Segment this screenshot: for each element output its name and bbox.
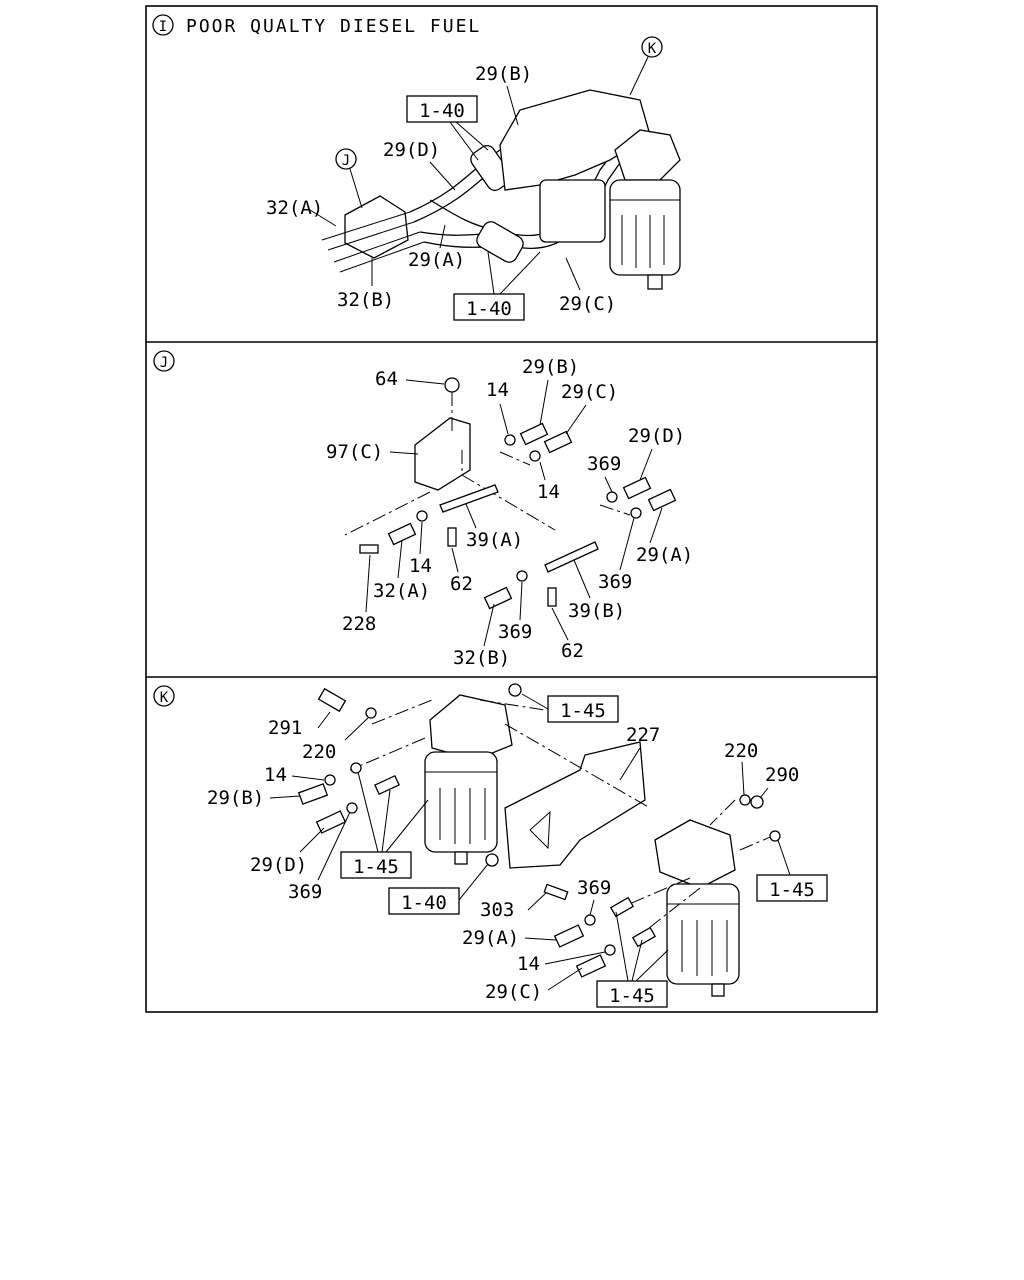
ref-box-1-45-left bbox=[340, 851, 412, 879]
right-filter-bowl-drawing bbox=[666, 883, 740, 985]
bracket-j-drawing bbox=[344, 195, 409, 259]
label-62-top: 62 bbox=[450, 573, 473, 595]
label-64: 64 bbox=[375, 368, 398, 390]
left-filter-head-drawing bbox=[429, 694, 513, 761]
label-14-k-low: 14 bbox=[517, 953, 540, 975]
panel-i-title: POOR QUALTY DIESEL FUEL bbox=[186, 16, 481, 37]
label-228: 228 bbox=[342, 613, 376, 635]
label-32b-j: 32(B) bbox=[453, 647, 510, 669]
ref-1-45-right: 1-45 bbox=[769, 879, 815, 901]
panel-j-marker: J bbox=[160, 355, 168, 371]
label-29a: 29(A) bbox=[408, 249, 465, 271]
label-29b-k: 29(B) bbox=[207, 787, 264, 809]
ref-1-40-bottom: 1-40 bbox=[466, 298, 512, 320]
label-29c-j: 29(C) bbox=[561, 381, 618, 403]
left-filter-bowl-drawing bbox=[424, 751, 498, 853]
right-filter-head-drawing bbox=[654, 819, 736, 889]
panel-i-marker-circle bbox=[152, 14, 174, 36]
ref-1-45-bottom: 1-45 bbox=[609, 985, 655, 1007]
label-29a-k: 29(A) bbox=[462, 927, 519, 949]
panel-i: I POOR QUALTY DIESEL FUEL K J bbox=[152, 14, 681, 321]
label-291: 291 bbox=[268, 717, 302, 739]
label-227: 227 bbox=[626, 724, 660, 746]
label-14-low: 14 bbox=[409, 555, 432, 577]
ref-box-1-40-bottom bbox=[453, 293, 525, 321]
label-14-top: 14 bbox=[486, 379, 509, 401]
label-29b: 29(B) bbox=[475, 63, 532, 85]
bracket-97c-drawing bbox=[414, 417, 471, 491]
ref-box-1-45-right bbox=[756, 874, 828, 902]
panel-k: K bbox=[153, 683, 828, 1008]
label-32a: 32(A) bbox=[266, 197, 323, 219]
label-369-right: 369 bbox=[598, 571, 632, 593]
label-29c-k: 29(C) bbox=[485, 981, 542, 1003]
label-290: 290 bbox=[765, 764, 799, 786]
fuel-filter-drawing bbox=[609, 179, 681, 276]
label-32a-j: 32(A) bbox=[373, 580, 430, 602]
ref-1-45-left: 1-45 bbox=[353, 856, 399, 878]
ref-box-1-40-top bbox=[406, 95, 478, 123]
label-14-mid: 14 bbox=[537, 481, 560, 503]
label-29d-j: 29(D) bbox=[628, 425, 685, 447]
label-29c: 29(C) bbox=[559, 293, 616, 315]
label-39b: 39(B) bbox=[568, 600, 625, 622]
panel-i-k-ref: K bbox=[648, 41, 657, 57]
label-97c: 97(C) bbox=[326, 441, 383, 463]
label-303: 303 bbox=[480, 899, 514, 921]
label-220-right: 220 bbox=[724, 740, 758, 762]
label-39a: 39(A) bbox=[466, 529, 523, 551]
label-29d-k: 29(D) bbox=[250, 854, 307, 876]
label-369-k-left: 369 bbox=[288, 881, 322, 903]
ref-1-40-k: 1-40 bbox=[401, 892, 447, 914]
ref-1-40-top: 1-40 bbox=[419, 100, 465, 122]
panel-k-marker: K bbox=[160, 690, 169, 706]
label-220-left: 220 bbox=[302, 741, 336, 763]
label-369-top: 369 bbox=[587, 453, 621, 475]
label-369-low: 369 bbox=[498, 621, 532, 643]
ref-1-45-top: 1-45 bbox=[560, 700, 606, 722]
panel-j: J 64 14 29(B) bbox=[153, 350, 693, 669]
ref-box-1-40-k bbox=[388, 887, 460, 915]
diagram-frame bbox=[145, 5, 878, 1013]
label-29b-j: 29(B) bbox=[522, 356, 579, 378]
panel-i-j-ref: J bbox=[342, 153, 350, 169]
panel-i-marker: I bbox=[159, 19, 167, 35]
label-29a-j: 29(A) bbox=[636, 544, 693, 566]
label-14-k-top: 14 bbox=[264, 764, 287, 786]
label-32b: 32(B) bbox=[337, 289, 394, 311]
label-62-low: 62 bbox=[561, 640, 584, 662]
label-369-k-right: 369 bbox=[577, 877, 611, 899]
bracket-227-drawing bbox=[504, 741, 646, 869]
label-29d: 29(D) bbox=[383, 139, 440, 161]
